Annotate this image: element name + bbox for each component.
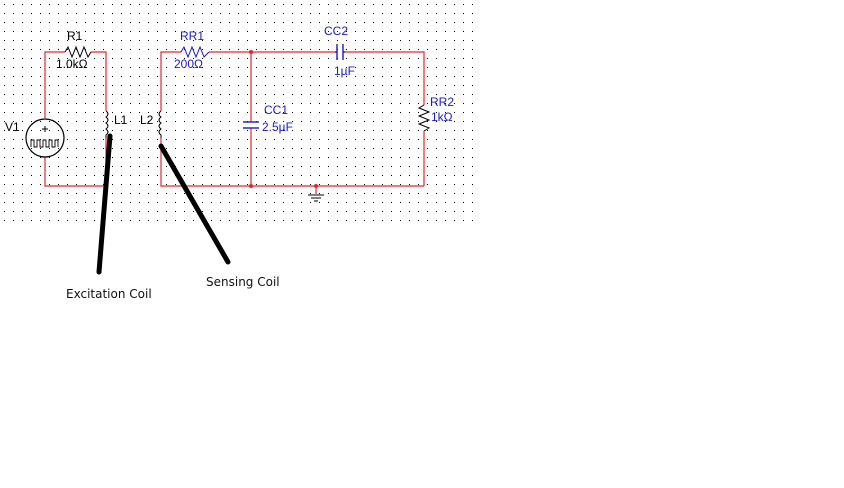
wire-secondary-bottom <box>160 138 424 187</box>
cc1-value-label: 2.5µF <box>262 120 293 134</box>
wire-secondary-top-right <box>345 51 425 105</box>
wire-primary-top-right <box>91 51 107 111</box>
schematic-canvas: R1 1.0kΩ RR1 200Ω CC2 1µF CC1 2.5µF RR2 … <box>4 4 473 221</box>
sensing-pointer-line <box>158 143 231 265</box>
cc2-ref-label: CC2 <box>324 24 348 38</box>
cc1-capacitor-icon[interactable] <box>243 121 259 129</box>
cc1-ref-label: CC1 <box>264 103 288 117</box>
l2-ref-label: L2 <box>140 113 154 127</box>
rr2-value-label: 1kΩ <box>431 110 453 124</box>
junction-bottom <box>249 184 253 188</box>
l1-ref-label: L1 <box>114 113 128 127</box>
junction-top <box>249 50 253 54</box>
wire-secondary-left <box>160 51 181 111</box>
rr2-resistor-icon[interactable] <box>417 104 431 132</box>
rr1-value-label: 200Ω <box>174 57 203 71</box>
rr2-ref-label: RR2 <box>430 95 454 109</box>
rr1-ref-label: RR1 <box>180 29 204 43</box>
junction-ground <box>314 184 318 188</box>
excitation-coil-annotation: Excitation Coil <box>66 287 152 301</box>
cc2-value-label: 1µF <box>334 64 355 78</box>
v1-ref-label: V1 <box>5 120 20 134</box>
ground-icon <box>308 194 324 202</box>
r1-ref-label: R1 <box>67 29 83 43</box>
r1-resistor-icon[interactable] <box>64 45 92 59</box>
r1-value-label: 1.0kΩ <box>56 57 88 71</box>
sensing-coil-annotation: Sensing Coil <box>206 275 280 289</box>
v1-source-icon[interactable] <box>25 118 65 158</box>
l2-coil-icon[interactable] <box>158 110 162 138</box>
excitation-pointer-line <box>96 133 113 275</box>
cc2-capacitor-icon[interactable] <box>335 44 345 60</box>
l1-coil-icon[interactable] <box>105 110 109 138</box>
rr1-resistor-icon[interactable] <box>180 45 210 59</box>
junctions <box>249 50 318 188</box>
wire-primary-top <box>44 51 65 118</box>
grid-dots <box>4 4 473 221</box>
